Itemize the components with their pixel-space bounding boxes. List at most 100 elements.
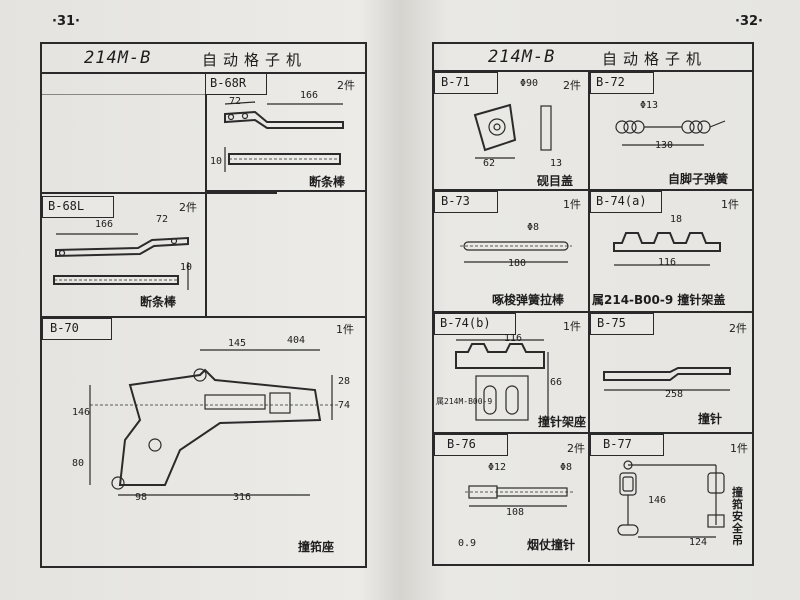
part-b76-caption: 烟仗撞针 <box>527 538 576 552</box>
part-b76-dim-1: Φ12 <box>488 462 507 473</box>
part-b75-dim-1: 258 <box>665 389 684 400</box>
part-b77-drawing <box>617 460 725 538</box>
part-b72-tag <box>590 72 654 94</box>
part-b74a-qty: 1件 <box>721 198 739 211</box>
part-b71-dim-2: 62 <box>483 158 496 169</box>
part-b77-tag <box>590 434 664 456</box>
part-b74a-drawing <box>613 232 721 266</box>
part-b70-dim-6: 80 <box>72 458 85 469</box>
part-b74b-qty: 1件 <box>563 320 581 333</box>
part-b74a-tag <box>590 191 662 213</box>
part-b75-qty: 2件 <box>729 322 747 335</box>
right-page-number: ·32· <box>735 14 763 29</box>
part-b73-drawing <box>460 241 572 263</box>
part-b77-code: B-77 <box>603 437 632 451</box>
right-grid-h1 <box>432 189 752 191</box>
right-model-title: 214M-B <box>488 47 556 67</box>
part-b68l-dim-1: 166 <box>95 219 114 230</box>
part-b71-dim-3: 13 <box>550 158 563 169</box>
part-b73-qty: 1件 <box>563 198 581 211</box>
part-b70-dim-8: 316 <box>233 492 252 503</box>
left-grid-h2 <box>40 192 277 194</box>
part-b74a-caption: 属214-B00-9 撞针架盖 <box>592 293 726 307</box>
part-b71-dim-1: Φ90 <box>520 78 539 89</box>
right-grid-h3 <box>432 432 752 434</box>
right-grid-v1 <box>588 71 590 562</box>
part-b76-code: B-76 <box>447 437 476 451</box>
part-b74a-dim-1: 18 <box>670 214 683 225</box>
left-header-divider <box>40 72 365 74</box>
part-b68l-code: B-68L <box>48 199 85 213</box>
part-b70-dim-2: 404 <box>287 335 306 346</box>
part-b77-dim-2: 124 <box>689 537 708 548</box>
part-b68l-caption: 断条棒 <box>140 295 177 309</box>
part-b71-qty: 2件 <box>563 79 581 92</box>
part-b75-code: B-75 <box>597 316 626 330</box>
part-b68l-tag <box>42 196 114 218</box>
part-b73-code: B-73 <box>441 194 470 208</box>
part-b71-drawing <box>473 103 552 159</box>
part-b70-dim-3: 28 <box>338 376 351 387</box>
part-b71-tag <box>434 72 498 94</box>
right-header-divider <box>432 70 752 72</box>
left-grid-h3 <box>40 316 365 318</box>
part-b74b-caption: 撞针架座 <box>538 415 587 429</box>
left-page-number: ·31· <box>52 14 80 29</box>
part-b76-dim-4: 0.9 <box>458 538 477 549</box>
part-b75-tag <box>590 313 654 335</box>
left-grid-h4 <box>40 94 205 95</box>
part-b68r-qty: 2件 <box>337 79 355 92</box>
part-b73-dim-1: Φ8 <box>527 222 540 233</box>
part-b74b-tag <box>434 313 516 335</box>
part-b71-caption: 砚目盖 <box>537 174 574 188</box>
left-machine-name: 自动格子机 <box>202 51 308 69</box>
part-b76-qty: 2件 <box>567 442 585 455</box>
right-grid-h2 <box>432 311 752 313</box>
part-b70-dim-7: 98 <box>135 492 148 503</box>
part-b68l-qty: 2件 <box>179 201 197 214</box>
part-b72-drawing <box>615 120 726 146</box>
part-b72-caption: 自脚子弹簧 <box>668 172 729 186</box>
part-b74b-dim-1: 116 <box>504 333 523 344</box>
part-b74b-note: 属214M-B00-9 <box>436 397 493 406</box>
part-b74a-code: B-74(a) <box>596 194 647 208</box>
part-b77-dim-1: 146 <box>648 495 667 506</box>
part-b72-dim-1: Φ13 <box>640 100 659 111</box>
part-b74b-code: B-74(b) <box>440 316 491 330</box>
part-b70-tag <box>42 318 112 340</box>
part-b76-tag <box>434 434 508 456</box>
part-b73-dim-2: 180 <box>508 258 527 269</box>
part-b75-drawing <box>603 367 731 391</box>
part-b68l-drawing <box>53 233 189 290</box>
part-b68r-code: B-68R <box>210 76 247 90</box>
part-b70-code: B-70 <box>50 321 79 335</box>
part-b70-dim-4: 74 <box>338 400 351 411</box>
left-model-title: 214M-B <box>84 48 152 68</box>
part-b74a-dim-2: 116 <box>658 257 677 268</box>
part-b76-dim-2: Φ8 <box>560 462 573 473</box>
part-b70-caption: 撞筘座 <box>298 540 335 554</box>
part-b68r-dim-3: 10 <box>210 156 223 167</box>
right-machine-name: 自动格子机 <box>602 50 708 68</box>
right-page-frame <box>432 42 754 566</box>
part-b74b-dim-2: 66 <box>550 377 563 388</box>
part-b71-code: B-71 <box>441 75 470 89</box>
part-b70-dim-1: 145 <box>228 338 247 349</box>
part-b73-tag <box>434 191 498 213</box>
part-b72-dim-2: 130 <box>655 140 674 151</box>
part-b68r-dim-2: 166 <box>300 90 319 101</box>
part-b72-code: B-72 <box>596 75 625 89</box>
part-b70-dim-5: 146 <box>72 407 91 418</box>
left-grid-v1 <box>205 73 207 316</box>
part-b70-drawing <box>89 349 340 496</box>
part-b77-caption: 撞筘安全吊 <box>732 486 743 547</box>
part-b68l-dim-2: 72 <box>156 214 169 225</box>
left-grid-h1 <box>205 190 365 192</box>
part-b68r-dim-1: 72 <box>229 96 242 107</box>
part-b68r-caption: 断条棒 <box>309 175 346 189</box>
left-page-frame <box>40 42 367 568</box>
part-b75-caption: 撞针 <box>698 412 723 426</box>
part-b68l-dim-3: 10 <box>180 262 193 273</box>
part-b70-qty: 1件 <box>336 323 354 336</box>
